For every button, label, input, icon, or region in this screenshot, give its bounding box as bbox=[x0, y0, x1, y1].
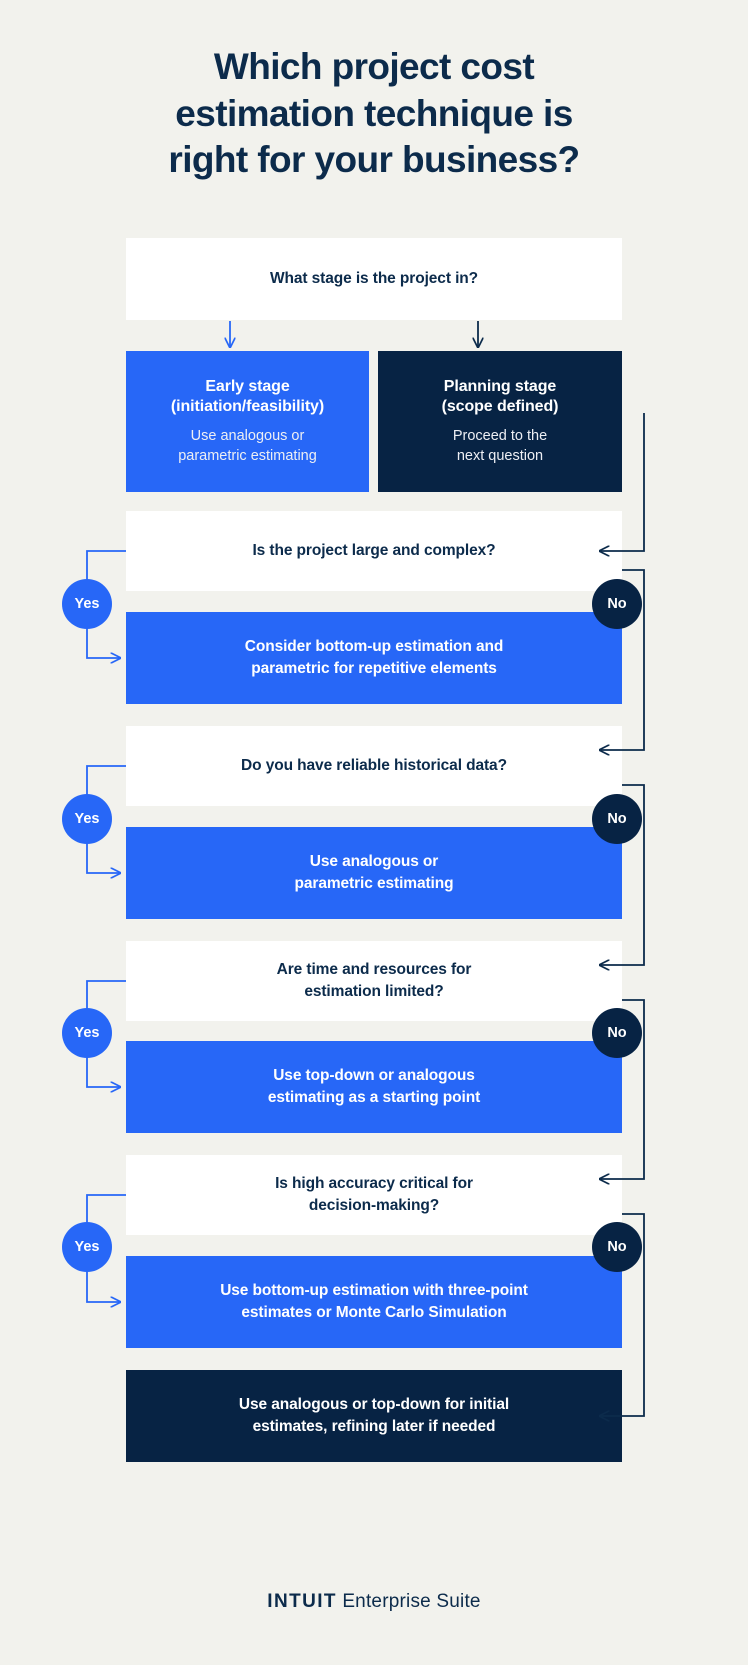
decision-2-answer-box: Use analogous or parametric estimating bbox=[126, 827, 622, 919]
decision-4-answer-line-2: estimates or Monte Carlo Simulation bbox=[241, 1304, 507, 1321]
decision-1-answer-line-1: Consider bottom-up estimation and bbox=[244, 638, 504, 655]
final-outcome-line-2: estimates, refining later if needed bbox=[252, 1418, 496, 1435]
page-title: Which project cost estimation technique … bbox=[74, 44, 674, 184]
decision-2-yes-label: Yes bbox=[74, 811, 100, 827]
stage-planning-sub-line-2: next question bbox=[456, 447, 544, 464]
decision-2-question-line-1: Do you have reliable historical data? bbox=[241, 757, 507, 774]
stage-early-title-line-2: (initiation/feasibility) bbox=[170, 398, 325, 416]
stage-early-sub-line-2: parametric estimating bbox=[178, 447, 317, 464]
page-title-line-2: estimation technique is bbox=[175, 92, 573, 134]
start-question-text: What stage is the project in? bbox=[269, 270, 479, 287]
decision-3-no-badge: No bbox=[592, 1008, 642, 1058]
decision-2-no-label: No bbox=[607, 811, 627, 827]
decision-3-answer-box: Use top-down or analogous estimating as … bbox=[126, 1041, 622, 1133]
decision-1-yes-badge: Yes bbox=[62, 579, 112, 629]
decision-3-question-line-1: Are time and resources for bbox=[276, 961, 472, 978]
decision-4-no-label: No bbox=[607, 1239, 627, 1255]
decision-1-answer-box: Consider bottom-up estimation and parame… bbox=[126, 612, 622, 704]
decision-3-no-label: No bbox=[607, 1025, 627, 1041]
start-question-box: What stage is the project in? bbox=[126, 238, 622, 320]
stage-box-early: Early stage (initiation/feasibility) Use… bbox=[126, 351, 369, 492]
decision-2-question-box: Do you have reliable historical data? bbox=[126, 726, 622, 806]
decision-1-question-box: Is the project large and complex? bbox=[126, 511, 622, 591]
decision-1-no-badge: No bbox=[592, 579, 642, 629]
decision-1-answer-line-2: parametric for repetitive elements bbox=[251, 660, 497, 677]
footer-logo: INTUIT Enterprise Suite bbox=[0, 1591, 748, 1613]
decision-2-no-badge: No bbox=[592, 794, 642, 844]
decision-4-yes-label: Yes bbox=[74, 1239, 100, 1255]
page-title-line-3: right for your business? bbox=[168, 139, 580, 181]
stage-early-title-line-1: Early stage bbox=[205, 377, 290, 395]
stage-planning-sub-line-1: Proceed to the bbox=[452, 428, 548, 445]
stage-early-sub-line-1: Use analogous or bbox=[190, 428, 305, 445]
stage-planning-title-line-1: Planning stage bbox=[443, 377, 557, 395]
decision-4-no-badge: No bbox=[592, 1222, 642, 1272]
intuit-wordmark: INTUIT bbox=[267, 1591, 337, 1612]
decision-4-question-line-2: decision-making? bbox=[308, 1197, 440, 1214]
decision-4-yes-badge: Yes bbox=[62, 1222, 112, 1272]
decision-2-answer-line-2: parametric estimating bbox=[294, 875, 454, 892]
decision-3-yes-label: Yes bbox=[74, 1025, 100, 1041]
decision-1-question-line-1: Is the project large and complex? bbox=[252, 542, 496, 559]
enterprise-suite-label: Enterprise Suite bbox=[342, 1591, 481, 1612]
decision-4-answer-line-1: Use bottom-up estimation with three-poin… bbox=[220, 1282, 528, 1299]
stage-planning-title-line-2: (scope defined) bbox=[441, 398, 559, 416]
decision-4-answer-box: Use bottom-up estimation with three-poin… bbox=[126, 1256, 622, 1348]
decision-1-yes-label: Yes bbox=[74, 596, 100, 612]
decision-2-yes-badge: Yes bbox=[62, 794, 112, 844]
decision-3-answer-line-2: estimating as a starting point bbox=[267, 1089, 481, 1106]
decision-4-question-box: Is high accuracy critical for decision-m… bbox=[126, 1155, 622, 1235]
decision-3-question-line-2: estimation limited? bbox=[304, 983, 444, 1000]
final-outcome-line-1: Use analogous or top-down for initial bbox=[238, 1396, 510, 1413]
stage-box-planning: Planning stage (scope defined) Proceed t… bbox=[378, 351, 622, 492]
decision-3-yes-badge: Yes bbox=[62, 1008, 112, 1058]
decision-3-answer-line-1: Use top-down or analogous bbox=[273, 1067, 475, 1084]
decision-1-no-label: No bbox=[607, 596, 627, 612]
decision-3-question-box: Are time and resources for estimation li… bbox=[126, 941, 622, 1021]
final-outcome-box: Use analogous or top-down for initial es… bbox=[126, 1370, 622, 1462]
page-title-line-1: Which project cost bbox=[213, 46, 535, 87]
decision-4-question-line-1: Is high accuracy critical for bbox=[275, 1175, 473, 1192]
decision-2-answer-line-1: Use analogous or bbox=[309, 853, 439, 870]
